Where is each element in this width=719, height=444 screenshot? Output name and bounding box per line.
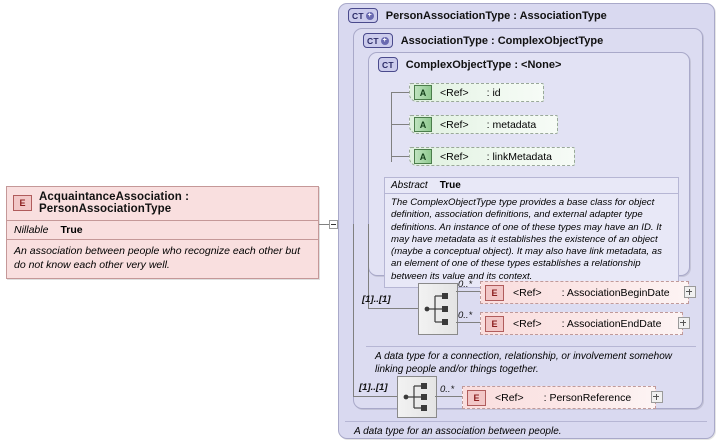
cardinality-begin-date: 0..*: [458, 279, 473, 290]
attribute-branch-id: [391, 92, 409, 93]
attribute-icon: A: [414, 117, 432, 132]
element-icon: E: [485, 315, 504, 332]
element-documentation: An association between people who recogn…: [7, 240, 318, 279]
panel-title-person-association-type: PersonAssociationType : AssociationType: [385, 9, 607, 22]
attribute-tree-trunk: [391, 92, 392, 162]
element-ref-association-end-date[interactable]: E <Ref> : AssociationEndDate: [480, 312, 683, 335]
element-property-nillable: Nillable True: [7, 221, 318, 240]
element-ref-name: : AssociationEndDate: [561, 317, 662, 330]
attribute-branch-link-metadata: [391, 156, 409, 157]
sequence-compositor-icon[interactable]: [418, 283, 458, 335]
element-ref-label: <Ref>: [513, 317, 542, 330]
attribute-name: : id: [486, 86, 501, 99]
property-value: True: [60, 224, 83, 236]
sequence1-occurs-label: [1]..[1]: [362, 294, 391, 305]
element-icon: E: [485, 284, 504, 301]
panel-footer-association-type: A data type for a connection, relationsh…: [366, 346, 696, 380]
sequence-compositor-icon[interactable]: [397, 376, 437, 418]
expander-begin-date[interactable]: [684, 286, 696, 298]
sequence-compositor-glyph: [403, 383, 427, 411]
panel-header-complex-object-type: CT ComplexObjectType : <None>: [369, 53, 689, 74]
attribute-name: : linkMetadata: [486, 150, 552, 163]
sequence2-vertical-connector: [353, 224, 354, 396]
sequence-compositor-glyph: [424, 293, 448, 325]
abstract-value: True: [439, 180, 461, 191]
attribute-ref-label: <Ref>: [440, 86, 469, 99]
element-icon: E: [467, 389, 486, 406]
attribute-name: : metadata: [486, 118, 537, 131]
element-header: E AcquaintanceAssociation : PersonAssoci…: [7, 187, 318, 221]
element-ref-name: : PersonReference: [543, 391, 632, 404]
sequence2-branch-person-reference: [435, 396, 462, 397]
sequence1-branch-begin-date: [456, 291, 480, 292]
attribute-row-link-metadata[interactable]: A <Ref> : linkMetadata: [409, 147, 575, 166]
complex-type-icon: CT: [378, 57, 398, 72]
panel-footer-person-association-type: A data type for an association between p…: [345, 421, 707, 442]
panel-title-association-type: AssociationType : ComplexObjectType: [400, 34, 604, 47]
abstract-key: Abstract: [391, 180, 428, 191]
element-ref-person-reference[interactable]: E <Ref> : PersonReference: [462, 386, 656, 409]
sequence1-vertical-connector: [368, 224, 369, 308]
attribute-ref-label: <Ref>: [440, 150, 469, 163]
panel-title-complex-object-type: ComplexObjectType : <None>: [405, 58, 562, 71]
attribute-branch-metadata: [391, 124, 409, 125]
expander-end-date[interactable]: [678, 317, 690, 329]
element-box-acquaintance-association[interactable]: E AcquaintanceAssociation : PersonAssoci…: [6, 186, 319, 280]
attribute-icon: A: [414, 149, 432, 164]
sequence2-occurs-label: [1]..[1]: [359, 382, 388, 393]
abstract-row: Abstract True: [385, 178, 678, 194]
abstract-text: The ComplexObjectType type provides a ba…: [391, 197, 662, 282]
collapse-toggle-minus[interactable]: [329, 220, 338, 229]
element-title: AcquaintanceAssociation : PersonAssociat…: [39, 191, 190, 215]
connector-segment-left: [319, 224, 329, 225]
element-ref-label: <Ref>: [495, 391, 524, 404]
element-ref-name: : AssociationBeginDate: [561, 286, 670, 299]
complex-type-icon-label: CT: [352, 10, 364, 21]
element-ref-label: <Ref>: [513, 286, 542, 299]
attribute-row-id[interactable]: A <Ref> : id: [409, 83, 544, 102]
attribute-ref-label: <Ref>: [440, 118, 469, 131]
element-ref-association-begin-date[interactable]: E <Ref> : AssociationBeginDate: [480, 281, 689, 304]
sequence1-branch-end-date: [456, 322, 480, 323]
complex-type-icon-label: CT: [367, 35, 379, 46]
attribute-row-metadata[interactable]: A <Ref> : metadata: [409, 115, 558, 134]
sequence2-occurs-connector: [353, 396, 397, 397]
panel-header-person-association-type: CT+ PersonAssociationType : AssociationT…: [339, 4, 714, 25]
expander-person-reference[interactable]: [651, 391, 663, 403]
attribute-icon: A: [414, 85, 432, 100]
complex-type-icon: CT+: [348, 8, 378, 23]
cardinality-person-reference: 0..*: [440, 384, 455, 395]
complex-type-icon-label: CT: [382, 59, 394, 70]
abstract-documentation-block: Abstract True The ComplexObjectType type…: [384, 177, 679, 288]
complex-type-icon: CT+: [363, 33, 393, 48]
panel-header-association-type: CT+ AssociationType : ComplexObjectType: [354, 29, 702, 50]
property-key: Nillable: [14, 224, 49, 236]
plus-badge-icon: +: [365, 11, 374, 20]
cardinality-end-date: 0..*: [458, 310, 473, 321]
sequence1-occurs-connector: [368, 308, 418, 309]
plus-badge-icon: +: [380, 36, 389, 45]
element-icon: E: [13, 195, 32, 211]
